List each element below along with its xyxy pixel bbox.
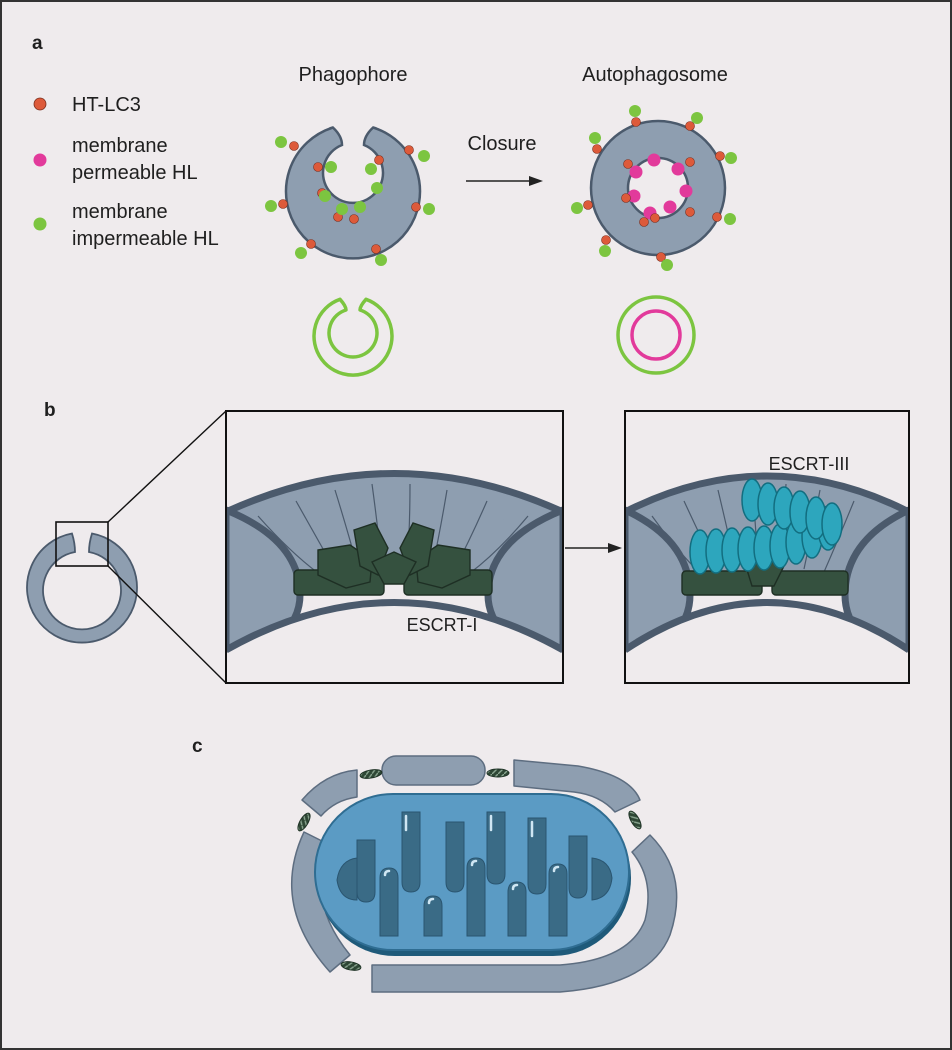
membrane-segment-top-left (301, 769, 358, 817)
autophagosome-ht-lc3-dots (583, 117, 725, 262)
zoom-region-box (55, 521, 109, 567)
legend-impermeable-label-line2: impermeable HL (72, 228, 219, 250)
escrt1-label: ESCRT-I (407, 615, 478, 635)
impermeable-hl-legend-dot (33, 217, 47, 231)
small-phagophore (26, 410, 227, 684)
stage-label-phagophore: Phagophore (299, 64, 408, 86)
autophagosome-membrane (589, 119, 727, 257)
phagophore-impermeable-hl-dots (265, 136, 435, 266)
legend: HT-LC3 membrane permeable HL membrane im… (33, 94, 219, 250)
escrt3-label: ESCRT-III (769, 454, 850, 474)
autophagosome-schematic (616, 295, 696, 375)
permeable-hl-legend-dot (33, 153, 47, 167)
autophagosome (571, 105, 737, 271)
autophagosome-permeable-hl-dots (627, 153, 693, 220)
escrt-coil-connectors (297, 768, 642, 971)
autophagosome-impermeable-hl-dots (571, 105, 737, 271)
panel-c: c (192, 736, 678, 993)
panel-b: b (26, 400, 910, 684)
phagophore-schematic (312, 297, 394, 377)
stage-label-autophagosome: Autophagosome (582, 64, 728, 86)
escrt1-complex (293, 522, 493, 596)
panel-a-label: a (32, 33, 43, 54)
mitochondrion-highlights (383, 814, 560, 905)
closure-label: Closure (468, 133, 537, 155)
legend-ht-lc3-label: HT-LC3 (72, 94, 141, 116)
panel-a: a HT-LC3 membrane permeable HL membrane … (32, 33, 737, 377)
legend-permeable-label-line2: permeable HL (72, 162, 198, 184)
phagophore (265, 126, 435, 266)
ht-lc3-legend-dot (33, 97, 47, 111)
mitochondrion (314, 793, 631, 956)
panel-c-label: c (192, 736, 203, 757)
escrt3-filament (689, 478, 843, 575)
phagophore-membrane (284, 126, 422, 260)
zoom-box-escrt3: ESCRT-III (624, 410, 910, 684)
membrane-segment-top (381, 755, 486, 786)
legend-permeable-label-line1: membrane (72, 135, 168, 157)
zoom-box-escrt1: ESCRT-I (225, 410, 564, 684)
escrt-transition-arrow (565, 543, 622, 553)
membrane-segment-top-right (513, 759, 641, 813)
panel-b-label: b (44, 400, 56, 421)
closure-arrow (466, 176, 543, 186)
legend-impermeable-label-line1: membrane (72, 201, 168, 223)
membrane-segment-right (371, 834, 678, 993)
mitochondrion-cristae (336, 811, 613, 937)
